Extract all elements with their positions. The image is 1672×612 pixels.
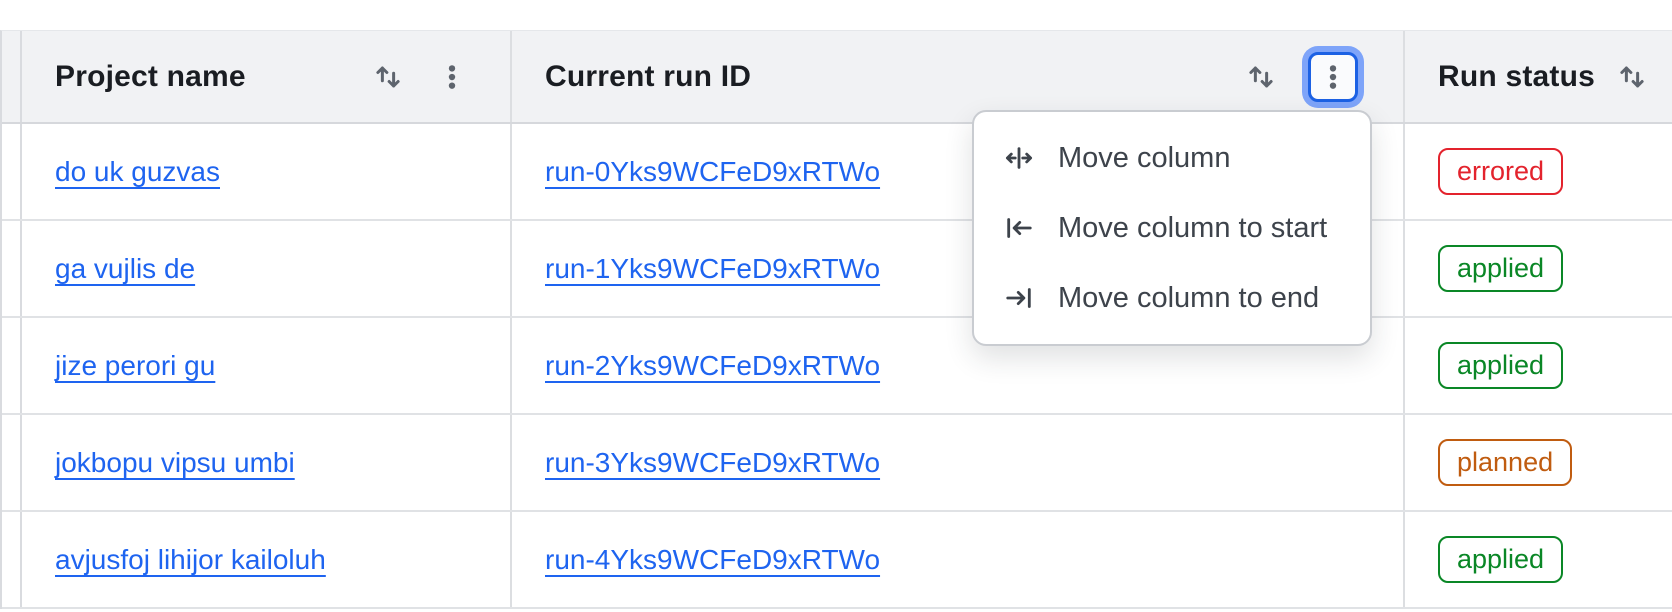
menu-item-label: Move column to start [1058, 211, 1328, 244]
menu-item-move-column-to-start[interactable]: Move column to start [974, 193, 1370, 263]
table-row: jokbopu vipsu umbi run-3Yks9WCFeD9xRTWo … [2, 415, 1672, 512]
project-cell: jokbopu vipsu umbi [22, 415, 512, 510]
project-cell: do uk guzvas [22, 124, 512, 219]
move-column-icon [1004, 143, 1034, 173]
run-id-link[interactable]: run-4Yks9WCFeD9xRTWo [545, 543, 881, 575]
sort-button[interactable] [1607, 52, 1657, 102]
run-id-link[interactable]: run-3Yks9WCFeD9xRTWo [545, 446, 881, 478]
column-label: Current run ID [545, 59, 752, 93]
leading-column-stub [2, 124, 22, 219]
project-cell: ga vujlis de [22, 221, 512, 316]
leading-column-stub [2, 415, 22, 510]
column-label: Run status [1438, 59, 1596, 93]
run-id-cell: run-1Yks9WCFeD9xRTWo [512, 221, 1405, 316]
column-header-run-status: Run status [1405, 31, 1672, 122]
column-label: Project name [55, 59, 246, 93]
menu-item-label: Move column [1058, 141, 1231, 174]
status-badge: planned [1438, 439, 1573, 486]
run-id-cell: run-0Yks9WCFeD9xRTWo [512, 124, 1405, 219]
run-id-link[interactable]: run-1Yks9WCFeD9xRTWo [545, 252, 881, 284]
menu-item-move-column[interactable]: Move column [974, 123, 1370, 193]
project-link[interactable]: avjusfoj lihijor kailoluh [55, 543, 326, 575]
project-cell: avjusfoj lihijor kailoluh [22, 512, 512, 607]
table-row: ga vujlis de run-1Yks9WCFeD9xRTWo applie… [2, 221, 1672, 318]
project-link[interactable]: jokbopu vipsu umbi [55, 446, 295, 478]
project-link[interactable]: ga vujlis de [55, 252, 196, 284]
projects-table: Project name Current run ID [0, 30, 1672, 609]
run-status-cell: applied [1405, 221, 1672, 316]
run-status-cell: applied [1405, 512, 1672, 607]
status-badge: applied [1438, 536, 1564, 583]
run-status-cell: applied [1405, 318, 1672, 413]
table-row: jize perori gu run-2Yks9WCFeD9xRTWo appl… [2, 318, 1672, 415]
leading-column-stub [2, 31, 22, 122]
menu-item-label: Move column to end [1058, 281, 1320, 314]
table-row: do uk guzvas run-0Yks9WCFeD9xRTWo errore… [2, 124, 1672, 221]
run-id-link[interactable]: run-0Yks9WCFeD9xRTWo [545, 155, 881, 187]
column-header-project-name: Project name [22, 31, 512, 122]
sort-arrows-icon [1249, 66, 1273, 87]
menu-item-move-column-to-end[interactable]: Move column to end [974, 263, 1370, 333]
column-menu-button-focused[interactable] [1308, 51, 1358, 102]
run-status-cell: planned [1405, 415, 1672, 510]
status-badge: applied [1438, 245, 1564, 292]
sort-arrows-icon [376, 66, 400, 87]
kebab-icon [448, 64, 456, 89]
sort-arrows-icon [1620, 66, 1644, 87]
leading-column-stub [2, 512, 22, 607]
move-column-to-end-icon [1004, 283, 1034, 313]
column-header-current-run-id: Current run ID [512, 31, 1405, 122]
kebab-icon [1329, 64, 1337, 89]
table-header-row: Project name Current run ID [2, 31, 1672, 124]
table-row: avjusfoj lihijor kailoluh run-4Yks9WCFeD… [2, 512, 1672, 609]
sort-button[interactable] [363, 52, 413, 102]
status-badge: errored [1438, 148, 1564, 195]
status-badge: applied [1438, 342, 1564, 389]
project-link[interactable]: jize perori gu [55, 349, 216, 381]
table-body: do uk guzvas run-0Yks9WCFeD9xRTWo errore… [2, 124, 1672, 609]
leading-column-stub [2, 318, 22, 413]
run-id-cell: run-2Yks9WCFeD9xRTWo [512, 318, 1405, 413]
sort-button[interactable] [1236, 52, 1286, 102]
column-menu: Move column Move column to start Move co… [972, 110, 1372, 346]
run-id-link[interactable]: run-2Yks9WCFeD9xRTWo [545, 349, 881, 381]
run-id-cell: run-3Yks9WCFeD9xRTWo [512, 415, 1405, 510]
run-status-cell: errored [1405, 124, 1672, 219]
project-cell: jize perori gu [22, 318, 512, 413]
move-column-to-start-icon [1004, 213, 1034, 243]
run-id-cell: run-4Yks9WCFeD9xRTWo [512, 512, 1405, 607]
column-menu-button[interactable] [427, 52, 477, 102]
project-link[interactable]: do uk guzvas [55, 155, 220, 187]
leading-column-stub [2, 221, 22, 316]
